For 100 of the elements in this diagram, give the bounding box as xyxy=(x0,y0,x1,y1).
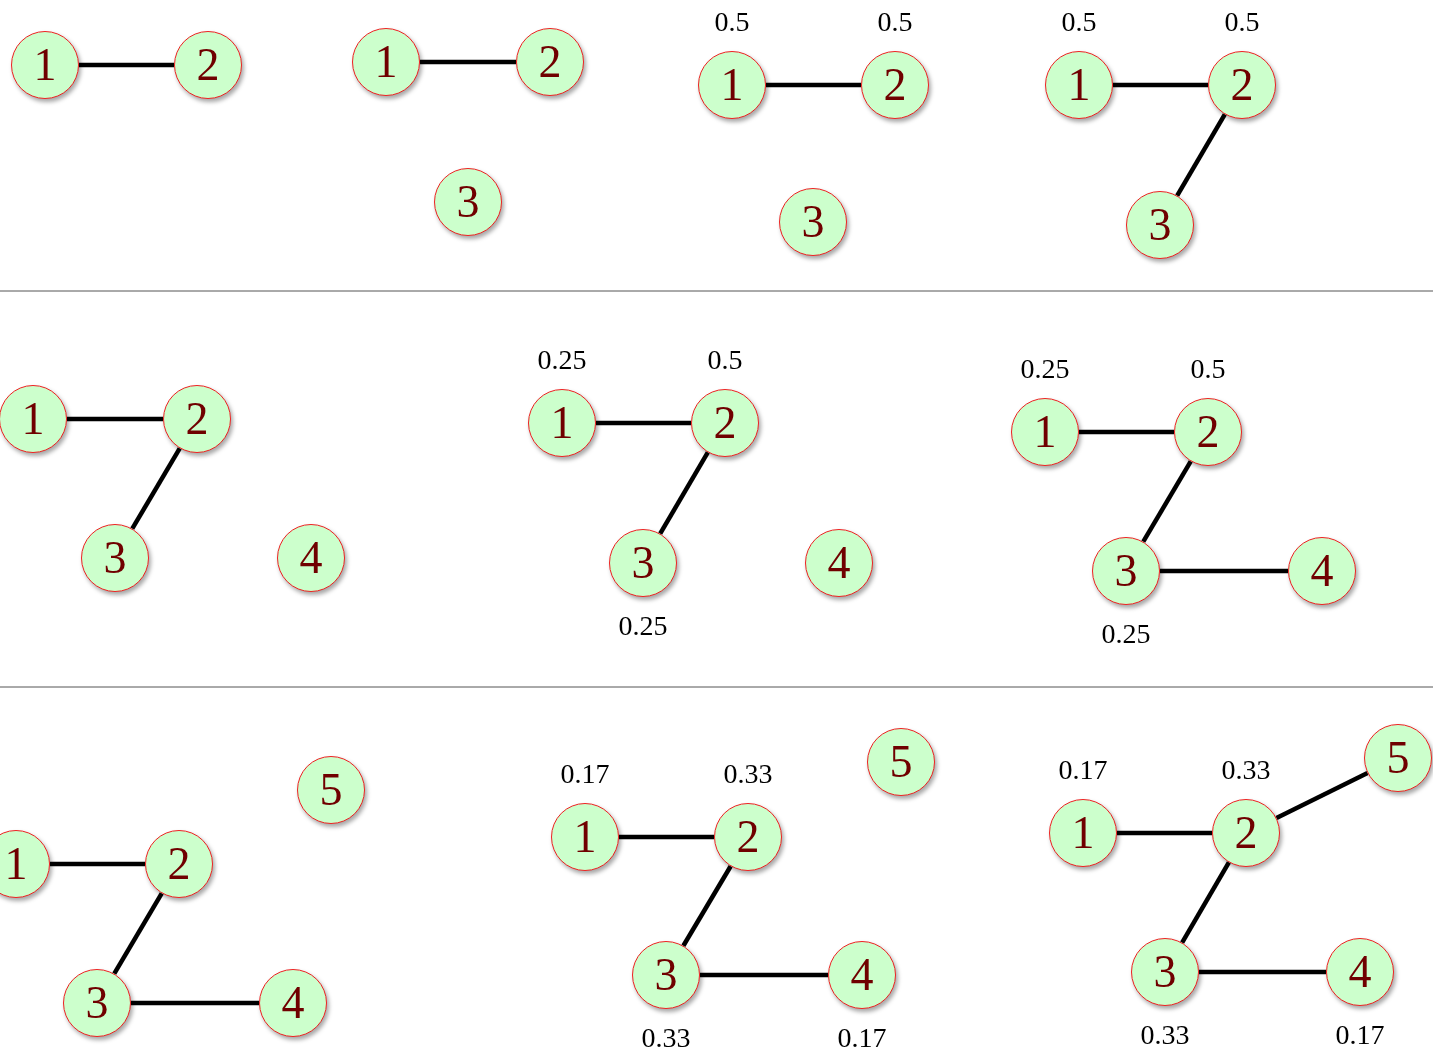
graph-node-circle xyxy=(81,524,149,592)
node-number: 2 xyxy=(712,398,738,448)
graph-node-circle xyxy=(11,31,79,99)
graph-node-circle xyxy=(714,803,782,871)
node-number: 4 xyxy=(280,978,306,1028)
edge-line xyxy=(596,420,691,426)
graph-node-circle xyxy=(1049,799,1117,867)
node-number: 3 xyxy=(653,950,679,1000)
node-weight-label: 0.17 xyxy=(1335,1020,1385,1050)
node-weight-label: 0.25 xyxy=(1020,354,1070,384)
node-number: 4 xyxy=(1347,947,1373,997)
node-number: 2 xyxy=(735,812,761,862)
graph-node-circle xyxy=(145,830,213,898)
graph-node-circle xyxy=(277,524,345,592)
node-number: 5 xyxy=(888,737,914,787)
graph-node-circle xyxy=(805,529,873,597)
node-weight-label: 0.17 xyxy=(560,759,610,789)
graph-node-circle xyxy=(779,188,847,256)
node-weight-label: 0.25 xyxy=(618,611,668,641)
graph-node-circle xyxy=(632,941,700,1009)
node-weight-label: 0.33 xyxy=(641,1023,691,1053)
edge-line xyxy=(1141,460,1193,543)
node-number: 1 xyxy=(373,37,399,87)
graph-node-circle xyxy=(1364,724,1432,792)
graph-node-circle xyxy=(1288,537,1356,605)
node-number: 3 xyxy=(455,177,481,227)
node-number: 1 xyxy=(572,812,598,862)
graph-node-circle xyxy=(174,31,242,99)
graph-node-circle xyxy=(434,168,502,236)
node-number: 2 xyxy=(184,394,210,444)
node-number: 2 xyxy=(537,37,563,87)
node-number: 4 xyxy=(826,538,852,588)
edge-line xyxy=(658,451,710,535)
edge-line xyxy=(420,59,516,65)
graph-node-circle xyxy=(1212,799,1280,867)
graph-node-circle xyxy=(528,389,596,457)
node-number: 3 xyxy=(1152,947,1178,997)
node-weight-label: 0.5 xyxy=(707,345,743,375)
edge-line xyxy=(766,82,861,88)
node-number: 2 xyxy=(166,839,192,889)
graph-node-circle xyxy=(698,51,766,119)
edge-line xyxy=(1117,830,1212,836)
graph-node-circle xyxy=(0,385,67,453)
edge-line xyxy=(50,861,145,867)
graph-node-circle xyxy=(691,389,759,457)
graph-node-circle xyxy=(163,385,231,453)
node-number: 3 xyxy=(1113,546,1139,596)
node-number: 2 xyxy=(1195,407,1221,457)
edge-line xyxy=(1275,771,1369,820)
node-number: 2 xyxy=(195,40,221,90)
node-number: 1 xyxy=(549,398,575,448)
node-weight-label: 0.5 xyxy=(714,7,750,37)
node-number: 1 xyxy=(3,839,29,889)
node-weight-label: 0.17 xyxy=(1058,755,1108,785)
node-weight-label: 0.33 xyxy=(723,759,773,789)
edge-line xyxy=(1113,82,1208,88)
edge-line xyxy=(619,834,714,840)
graph-node-circle xyxy=(297,756,365,824)
graph-node-circle xyxy=(609,529,677,597)
node-number: 2 xyxy=(1229,60,1255,110)
graph-node-circle xyxy=(259,969,327,1037)
node-number: 5 xyxy=(318,765,344,815)
node-weight-label: 0.33 xyxy=(1140,1020,1190,1050)
node-number: 1 xyxy=(719,60,745,110)
graph-node-circle xyxy=(1131,938,1199,1006)
node-number: 1 xyxy=(20,394,46,444)
edge-line xyxy=(67,416,163,422)
graph-node-circle xyxy=(828,941,896,1009)
edge-line xyxy=(79,62,174,68)
graph-node-circle xyxy=(1011,398,1079,466)
node-number: 1 xyxy=(32,40,58,90)
node-weight-label: 0.17 xyxy=(837,1023,887,1053)
graph-node-circle xyxy=(867,728,935,796)
node-number: 3 xyxy=(1147,200,1173,250)
edge-line xyxy=(1079,429,1174,435)
edge-line xyxy=(130,447,182,530)
node-number: 4 xyxy=(1309,546,1335,596)
node-weight-label: 0.25 xyxy=(537,345,587,375)
node-number: 3 xyxy=(800,197,826,247)
node-number: 3 xyxy=(630,538,656,588)
node-weight-label: 0.5 xyxy=(877,7,913,37)
graph-node-circle xyxy=(1045,51,1113,119)
edge-line xyxy=(1199,969,1326,975)
node-number: 4 xyxy=(298,533,324,583)
graph-node-circle xyxy=(0,830,50,898)
graph-node-circle xyxy=(63,969,131,1037)
node-number: 3 xyxy=(102,533,128,583)
edge-line xyxy=(1175,113,1227,197)
node-number: 1 xyxy=(1032,407,1058,457)
edge-line xyxy=(131,1000,259,1006)
edge-line xyxy=(700,972,828,978)
graph-node-circle xyxy=(1092,537,1160,605)
graph-node-circle xyxy=(551,803,619,871)
edge-line xyxy=(1160,568,1288,574)
graph-node-circle xyxy=(516,28,584,96)
graph-node-circle xyxy=(1208,51,1276,119)
edge-line xyxy=(1180,861,1231,944)
node-weight-label: 0.5 xyxy=(1190,354,1226,384)
node-number: 1 xyxy=(1070,808,1096,858)
node-number: 2 xyxy=(882,60,908,110)
